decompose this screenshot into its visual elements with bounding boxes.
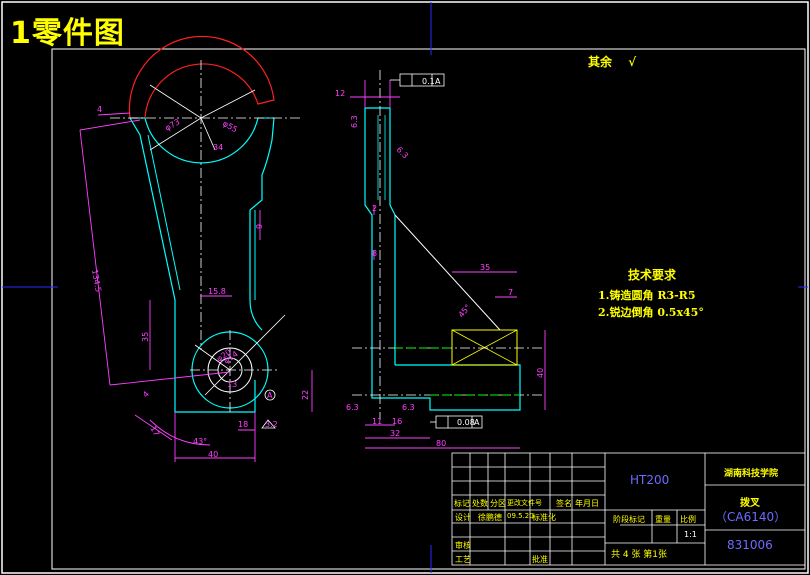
inner-border: [51, 48, 806, 570]
dim-text: A: [474, 418, 480, 427]
arm-outline: [129, 117, 275, 331]
dim-text: 15.8: [208, 287, 226, 296]
weight-label: 重量: [655, 515, 671, 524]
dim-text: 0.1: [422, 77, 435, 86]
dim-text: 34: [213, 143, 223, 152]
school-name: 湖南科技学院: [724, 469, 779, 479]
boss-outline: [174, 330, 256, 413]
header-cell: 年月日: [575, 499, 599, 508]
dim-text: 35: [141, 332, 150, 342]
approve-label: 批准: [532, 555, 548, 564]
surface-roughness-icon: √: [628, 55, 637, 69]
dim-text: 32: [390, 429, 400, 438]
header-cell: 分区: [490, 499, 506, 508]
dim-text: A: [435, 77, 441, 86]
dim-text: 4: [141, 389, 151, 399]
dim-text: 8: [372, 249, 377, 258]
dim-text: 3.2: [265, 420, 278, 429]
dim-text: φ55: [221, 119, 239, 135]
dim-text: 17: [148, 425, 161, 438]
tech-requirement-item: 1.铸造圆角 R3-R5: [598, 289, 696, 302]
dim-text: 6.3: [395, 145, 410, 160]
dim-text: 7: [508, 288, 513, 297]
side-base: [371, 364, 521, 411]
review-label: 审核: [455, 541, 471, 550]
dim-text: 18: [238, 420, 248, 429]
dim-text: 43°: [193, 437, 207, 446]
fork-arc: [128, 35, 275, 119]
header-cell: 签名: [556, 499, 572, 508]
dim-text: 9: [255, 224, 264, 229]
side-stem: [364, 107, 396, 370]
dim-text: 22: [301, 390, 310, 400]
header-cell: 标记: [454, 499, 470, 508]
page-title: 1零件图: [10, 16, 125, 51]
drawing-number: 831006: [727, 538, 773, 552]
dim-text: A: [267, 391, 273, 400]
sheet-count: 共 4 张 第1张: [611, 550, 668, 560]
dim-text: φ73: [164, 117, 182, 133]
standardization-label: 标准化: [532, 513, 556, 522]
dim-text: 16: [392, 417, 402, 426]
dim-text: 2: [372, 204, 377, 213]
surface-note: 其余 √: [588, 53, 636, 70]
dim-text: 6.3: [346, 403, 359, 412]
ratio-label: 比例: [680, 515, 696, 524]
stage-label: 阶段标记: [613, 515, 645, 524]
title-block-grid: [451, 452, 806, 566]
design-date: 09.5.20: [507, 512, 534, 520]
surface-note-label: 其余: [588, 55, 613, 69]
fork-inner-arc: [144, 117, 259, 164]
tech-requirement-item: 2.锐边倒角 0.5x45°: [598, 306, 704, 319]
scale-value: 1:1: [684, 530, 697, 539]
material-label: HT200: [630, 473, 670, 487]
side-view: 0.1 A 12 6.3 6.3 2 8 35 7 45° 11 16 32 8…: [335, 70, 546, 449]
dim-text: 4: [97, 105, 102, 114]
header-cell: 更改文件号: [507, 499, 542, 507]
dim-text: 0.08: [457, 418, 475, 427]
dim-text: 35: [480, 263, 490, 272]
tech-requirements-heading: 技术要求: [628, 268, 677, 282]
dim-text: 45°: [457, 303, 473, 320]
hatch-box: [451, 329, 518, 366]
dim-text: 40: [208, 450, 218, 459]
dim-text: 80: [436, 439, 446, 448]
part-name: 拨叉: [740, 498, 760, 509]
model-name: （CA6140）: [715, 510, 787, 524]
header-cell: 处数: [472, 499, 488, 508]
front-view: 4 φ73 φ55 34 134.5 9 15.8 35 13 φ20 φ14 …: [79, 35, 313, 462]
dim-text: 12: [335, 89, 345, 98]
dim-text: 11: [372, 417, 382, 426]
dim-text: 134.5: [90, 269, 103, 293]
dim-text: 13: [227, 380, 237, 389]
dim-text: 40: [536, 368, 545, 378]
dim-text: 6.3: [350, 115, 359, 128]
designer-name: 徐鹏德: [478, 513, 502, 522]
dim-text: 6.3: [402, 403, 415, 412]
process-label: 工艺: [455, 555, 471, 564]
designer-label: 设计: [455, 513, 471, 522]
